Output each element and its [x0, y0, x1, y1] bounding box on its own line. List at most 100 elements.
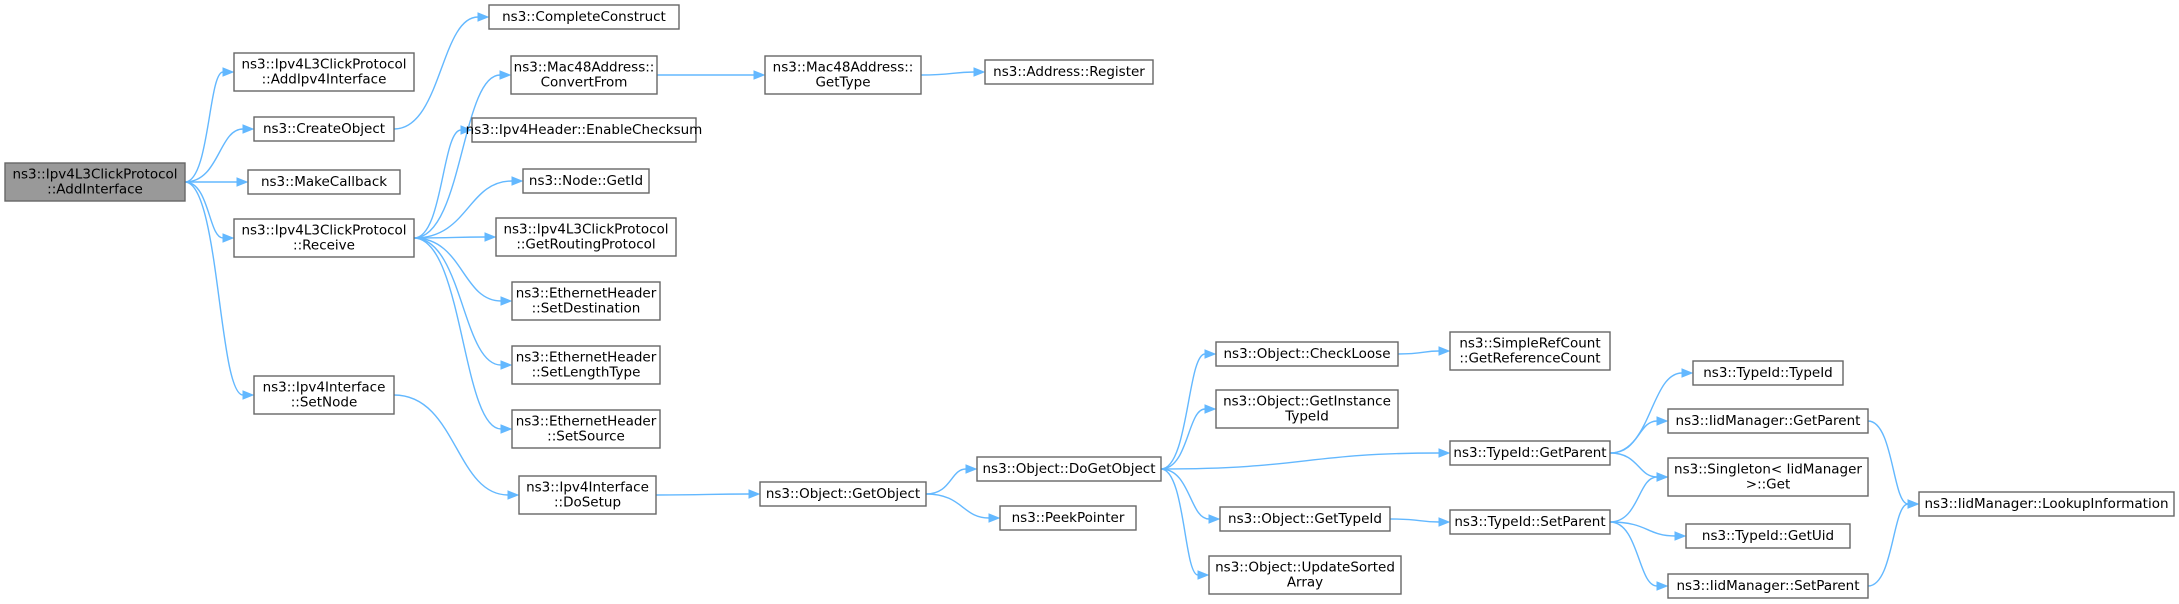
node-label: ::SetSource: [547, 429, 625, 445]
node-receive[interactable]: ns3::Ipv4L3ClickProtocol::Receive: [233, 218, 415, 258]
node-box: [511, 281, 661, 321]
node-node-get-id[interactable]: ns3::Node::GetId: [522, 168, 650, 194]
node-label: ns3::Object::GetTypeId: [1228, 511, 1382, 527]
arrowhead-icon: [1204, 404, 1217, 414]
node-box: [518, 475, 657, 515]
arrowhead-icon: [222, 233, 235, 243]
node-iid-set-parent[interactable]: ns3::IidManager::SetParent: [1667, 573, 1869, 599]
node-label: GetType: [815, 75, 870, 91]
node-address-register[interactable]: ns3::Address::Register: [984, 59, 1154, 85]
node-label: ::GetReferenceCount: [1459, 351, 1600, 367]
node-typeid-set-parent[interactable]: ns3::TypeId::SetParent: [1449, 509, 1611, 535]
node-do-get-object[interactable]: ns3::Object::DoGetObject: [976, 456, 1162, 482]
node-typeid-get-uid[interactable]: ns3::TypeId::GetUid: [1685, 523, 1851, 549]
node-do-setup[interactable]: ns3::Ipv4Interface::DoSetup: [518, 475, 657, 515]
arrowhead-icon: [1438, 448, 1451, 458]
arrowhead-icon: [753, 70, 766, 80]
node-get-routing-protocol[interactable]: ns3::Ipv4L3ClickProtocol::GetRoutingProt…: [495, 217, 677, 257]
node-create-object[interactable]: ns3::CreateObject: [253, 116, 395, 142]
node-label: ConvertFrom: [541, 75, 628, 91]
edge-do-get-object-to-typeid-get-parent: [1160, 448, 1451, 470]
node-box: [488, 4, 680, 30]
edge-line: [925, 468, 967, 495]
arrowhead-icon: [242, 124, 255, 134]
node-box: [1449, 331, 1611, 371]
node-box: [1215, 389, 1399, 429]
edge-line: [184, 128, 244, 183]
node-object-get-object[interactable]: ns3::Object::GetObject: [759, 481, 927, 507]
arrowhead-icon: [1197, 570, 1210, 580]
node-set-node[interactable]: ns3::Ipv4Interface::SetNode: [253, 375, 395, 415]
node-box: [1208, 555, 1402, 595]
edge-object-get-object-to-do-get-object: [925, 464, 978, 495]
node-label: ns3::Mac48Address::: [773, 60, 914, 76]
node-add-ipv4-interface[interactable]: ns3::Ipv4L3ClickProtocol::AddIpv4Interfa…: [233, 52, 415, 92]
node-typeid-typeid[interactable]: ns3::TypeId::TypeId: [1692, 360, 1844, 386]
node-check-loose[interactable]: ns3::Object::CheckLoose: [1215, 341, 1399, 367]
edge-do-get-object-to-check-loose: [1160, 349, 1217, 470]
node-label: ns3::PeekPointer: [1012, 510, 1125, 526]
node-label: ::SetNode: [291, 395, 358, 411]
node-box: [253, 375, 395, 415]
node-box: [1215, 341, 1399, 367]
node-label: ::GetRoutingProtocol: [516, 237, 655, 253]
node-set-source[interactable]: ns3::EthernetHeader::SetSource: [511, 409, 661, 449]
edge-mac48-convert-from-to-mac48-get-type: [656, 70, 766, 80]
node-enable-checksum[interactable]: ns3::Ipv4Header::EnableChecksum: [466, 117, 703, 143]
node-peek-pointer[interactable]: ns3::PeekPointer: [999, 505, 1137, 531]
node-complete-construct[interactable]: ns3::CompleteConstruct: [488, 4, 680, 30]
node-label: >::Get: [1746, 477, 1790, 493]
edge-line: [925, 493, 990, 519]
node-mac48-get-type[interactable]: ns3::Mac48Address::GetType: [764, 55, 922, 95]
arrowhead-icon: [1656, 472, 1669, 482]
call-graph-nodes: ns3::Ipv4L3ClickProtocol::AddInterfacens…: [4, 4, 2175, 599]
node-label: ns3::CompleteConstruct: [502, 9, 666, 25]
node-object-get-type-id[interactable]: ns3::Object::GetTypeId: [1219, 506, 1391, 532]
node-box: [764, 55, 922, 95]
edge-do-get-object-to-object-get-type-id: [1160, 468, 1221, 524]
node-box: [495, 217, 677, 257]
edge-root-to-set-node: [184, 181, 255, 400]
node-label: ns3::MakeCallback: [261, 174, 387, 190]
node-get-reference-count[interactable]: ns3::SimpleRefCount::GetReferenceCount: [1449, 331, 1611, 371]
edge-create-object-to-complete-construct: [393, 12, 490, 130]
edge-line: [1160, 468, 1210, 520]
edge-line: [1389, 518, 1440, 523]
arrowhead-icon: [1681, 368, 1694, 378]
node-label: ns3::Ipv4L3ClickProtocol: [241, 223, 406, 239]
arrowhead-icon: [222, 67, 235, 77]
node-box: [1667, 408, 1869, 434]
node-set-destination[interactable]: ns3::EthernetHeader::SetDestination: [511, 281, 661, 321]
edge-set-node-to-do-setup: [393, 394, 520, 500]
node-label: ::Receive: [293, 238, 355, 254]
arrowhead-icon: [973, 67, 986, 77]
node-label: ns3::IidManager::GetParent: [1676, 413, 1861, 429]
arrowhead-icon: [988, 513, 1001, 523]
node-box: [247, 169, 401, 195]
node-label: ns3::Ipv4Header::EnableChecksum: [466, 122, 703, 138]
arrowhead-icon: [484, 232, 497, 242]
arrowhead-icon: [477, 12, 490, 22]
node-box: [4, 162, 186, 202]
node-label: ::SetDestination: [532, 301, 641, 317]
arrowhead-icon: [1674, 531, 1687, 541]
node-make-callback[interactable]: ns3::MakeCallback: [247, 169, 401, 195]
edge-line: [184, 181, 224, 239]
node-iid-get-parent[interactable]: ns3::IidManager::GetParent: [1667, 408, 1869, 434]
node-label: ns3::TypeId::GetUid: [1702, 528, 1834, 544]
arrowhead-icon: [500, 424, 513, 434]
node-set-length-type[interactable]: ns3::EthernetHeader::SetLengthType: [511, 345, 661, 385]
node-typeid-get-parent[interactable]: ns3::TypeId::GetParent: [1449, 440, 1611, 466]
edge-line: [393, 394, 509, 496]
edge-line: [1609, 476, 1658, 523]
edge-line: [1160, 353, 1206, 470]
edge-line: [655, 493, 750, 496]
node-singleton-get[interactable]: ns3::Singleton< IidManager>::Get: [1667, 457, 1869, 497]
arrowhead-icon: [748, 489, 761, 499]
edge-typeid-set-parent-to-typeid-get-uid: [1609, 521, 1687, 541]
node-mac48-convert-from[interactable]: ns3::Mac48Address::ConvertFrom: [510, 55, 658, 95]
node-lookup-information[interactable]: ns3::IidManager::LookupInformation: [1918, 491, 2175, 517]
edge-line: [1609, 452, 1658, 478]
